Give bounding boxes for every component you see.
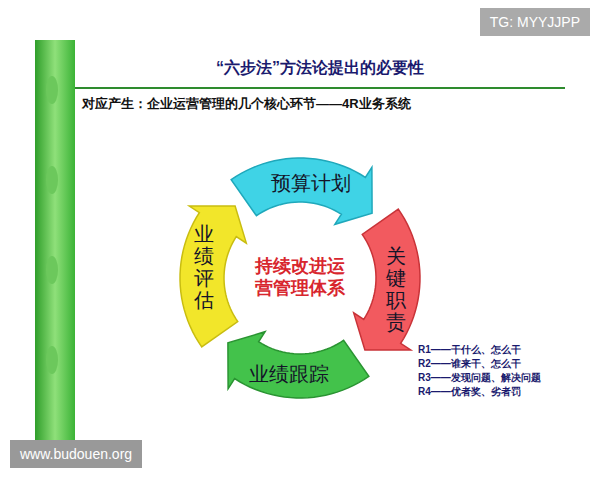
subtitle: 对应产生：企业运营管理的几个核心环节——4R业务系统 — [82, 95, 411, 113]
arrow-body — [228, 332, 369, 398]
bar-dot — [46, 346, 58, 374]
step-label: 关键职责 — [386, 245, 406, 333]
watermark: TG: MYYJJPP — [480, 8, 590, 36]
arrow-body — [231, 158, 372, 224]
title-rule — [75, 87, 565, 89]
r-item: R4——优者奖、劣者罚 — [418, 385, 521, 399]
step-label: 预算计划 — [271, 171, 351, 195]
center-circle: 持续改进运营管理体系 — [238, 216, 362, 340]
bar-dot — [46, 166, 58, 194]
bar-dot — [46, 76, 58, 104]
r-item: R3——发现问题、解决问题 — [418, 371, 541, 385]
arrow-body — [180, 206, 246, 347]
r-item: R2——谁来干、怎么干 — [418, 357, 521, 371]
arrow-body — [354, 209, 420, 350]
bar-dot — [46, 256, 58, 284]
step-label: 业绩评估 — [194, 223, 214, 311]
step-label: 业绩跟踪 — [249, 362, 329, 386]
slide-title: “六步法”方法论提出的必要性 — [75, 58, 565, 79]
r-item: R1——干什么、怎么干 — [418, 343, 521, 357]
watermark: www.budouen.org — [10, 440, 142, 468]
center-label: 持续改进运营管理体系 — [252, 256, 348, 299]
side-bar — [35, 40, 75, 440]
